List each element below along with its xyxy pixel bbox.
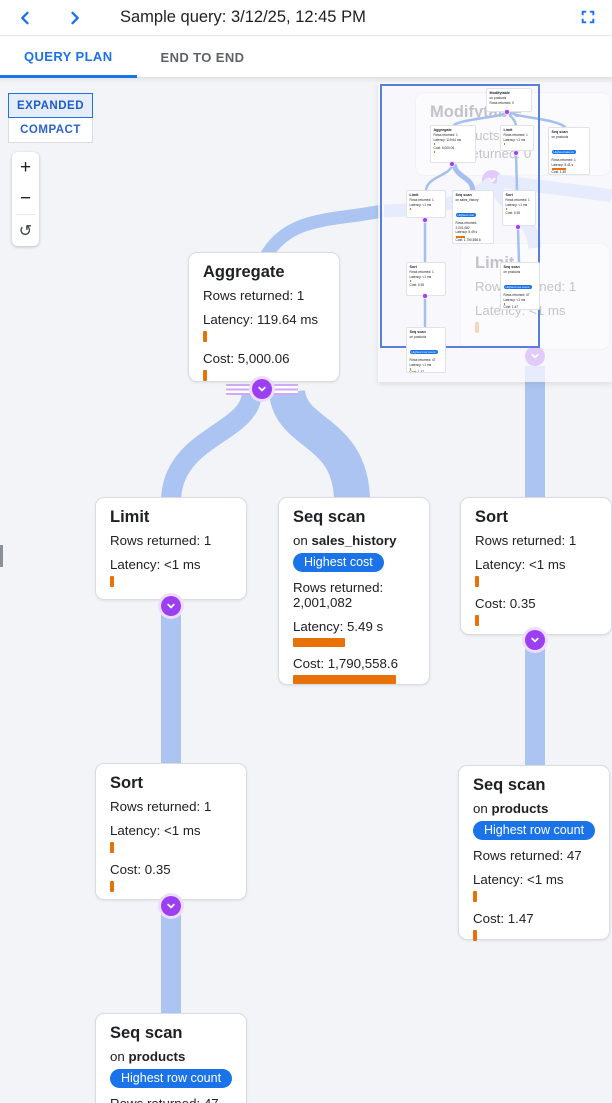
node-latency: Latency: <1 ms [475,557,566,572]
node-rows: Rows returned: 47 [473,848,582,863]
reset-icon: ↺ [18,221,33,240]
compact-toggle-button[interactable]: COMPACT [8,118,93,143]
plan-node-seq-scan-products-right[interactable]: Seq scan on products Highest row count R… [458,765,610,941]
tabbar-shadow [0,78,612,83]
chevron-right-icon [71,11,79,25]
minimap-node-sort-2: Sort Rows returned: 1 Latency: <1 ms Cos… [406,262,446,296]
node-table: on products [110,1049,186,1064]
latency-bar [110,576,114,587]
minimap-node-seq-scan-products: Seq scan on products Highest row count R… [500,262,540,310]
highest-row-count-badge: Highest row count [473,821,596,840]
minimap-collapse-dot [422,217,428,223]
zoom-controls: + − ↺ [12,152,39,246]
node-cost: Cost: 0.35 [110,862,171,877]
node-title: Sort [110,774,143,792]
cost-bar [110,881,114,892]
divider [16,214,35,215]
node-title: Limit [110,508,150,526]
zoom-in-button[interactable]: + [12,152,39,183]
plan-node-sort-right[interactable]: Sort Rows returned: 1 Latency: <1 ms Cos… [460,497,612,635]
fullscreen-button[interactable] [577,6,599,28]
node-title: Sort [475,508,508,526]
node-cost: Cost: 0.35 [475,596,536,611]
plan-node-seq-scan-products-bottom[interactable]: Seq scan on products Highest row count R… [95,1013,247,1103]
latency-bar [203,331,207,342]
node-cost: Cost: 5,000.06 [203,351,290,366]
chevron-down-icon [167,603,175,609]
back-button[interactable] [12,5,38,31]
page-title: Sample query: 3/12/25, 12:45 PM [120,8,366,26]
tab-bar: QUERY PLAN END TO END [0,37,612,78]
cost-bar [203,370,207,381]
latency-bar [473,891,477,902]
plan-node-aggregate[interactable]: Aggregate Rows returned: 1 Latency: 119.… [188,252,340,382]
fullscreen-icon [581,10,595,24]
minimap-viewport[interactable] [380,84,540,348]
minimap-node-seq-scan-latency: Seq scan on products Highest latency Row… [548,127,590,175]
minimap-node-modifytable: Modifytable on products Rows returned: 0 [486,88,532,112]
node-rows: Rows returned: 1 [475,533,577,548]
reset-view-button[interactable]: ↺ [12,215,39,246]
minimap-node-seq-scan-products-2: Seq scan on products Highest row count R… [406,327,446,373]
node-title: Seq scan [293,508,366,526]
node-rows: Rows returned: 2,001,082 [293,580,384,610]
tab-end-to-end[interactable]: END TO END [137,37,269,78]
expanded-toggle-button[interactable]: EXPANDED [8,93,93,118]
tab-query-plan[interactable]: QUERY PLAN [0,37,137,78]
node-cost: Cost: 1.47 [473,911,534,926]
minimap-collapse-dot [504,109,510,115]
left-scrollbar-thumb[interactable] [0,545,3,567]
node-latency: Latency: <1 ms [110,557,201,572]
collapse-sort-left-button[interactable] [161,896,181,916]
minimap-collapse-dot [515,224,521,230]
minimap-collapse-dot [513,150,519,156]
minimap-node-limit: Limit Rows returned: 1 Latency: <1 ms [500,125,534,151]
chevron-left-icon [21,11,29,25]
minimap-collapse-dot [449,161,455,167]
node-latency: Latency: <1 ms [473,872,564,887]
node-rows: Rows returned: 1 [110,533,212,548]
chevron-down-icon [531,637,539,643]
zoom-out-button[interactable]: − [12,183,39,214]
node-latency: Latency: <1 ms [110,823,201,838]
highest-cost-badge: Highest cost [293,553,384,572]
highest-row-count-badge: Highest row count [110,1069,233,1088]
flow-edges [161,204,545,1018]
chevron-down-icon [258,386,266,392]
latency-bar [110,842,114,853]
minimap-node-sort: Sort Rows returned: 1 Latency: <1 ms Cos… [502,190,536,226]
latency-bar [475,576,479,587]
plan-node-seq-scan-sales[interactable]: Seq scan on sales_history Highest cost R… [278,497,430,685]
node-rows: Rows returned: 1 [110,799,212,814]
minimap-collapse-dot [422,293,428,299]
node-latency: Latency: 5.49 s [293,619,384,634]
collapse-sort-right-button[interactable] [525,630,545,650]
node-title: Seq scan [110,1024,183,1042]
node-rows: Rows returned: 47 [110,1096,232,1103]
minimap-node-limit-2: Limit Rows returned: 1 Latency: <1 ms [406,190,446,218]
collapse-limit-button[interactable] [161,596,181,616]
node-title: Seq scan [473,776,546,794]
latency-bar [293,638,345,647]
node-title: Aggregate [203,263,285,281]
collapse-aggregate-button[interactable] [252,379,272,399]
plan-node-limit[interactable]: Limit Rows returned: 1 Latency: <1 ms [95,497,247,600]
cost-bar [473,930,477,941]
plan-canvas[interactable]: Modifytable on products Rows returned: 0… [0,78,612,1103]
cost-bar [293,675,396,684]
chevron-down-icon [167,903,175,909]
node-rows: Rows returned: 1 [203,288,305,303]
plan-node-sort-left[interactable]: Sort Rows returned: 1 Latency: <1 ms Cos… [95,763,247,900]
header: Sample query: 3/12/25, 12:45 PM [0,0,612,36]
node-table: on sales_history [293,533,397,548]
cost-bar [475,615,479,626]
node-cost: Cost: 1,790,558.6 [293,656,398,671]
node-table: on products [473,801,549,816]
minimap-node-seq-scan-sales: Seq scan on sales_history Highest cost R… [452,190,494,244]
node-latency: Latency: 119.64 ms [203,312,319,327]
minimap-node-aggregate: Aggregate Rows returned: 1 Latency: 119.… [430,125,476,163]
forward-button[interactable] [62,5,88,31]
